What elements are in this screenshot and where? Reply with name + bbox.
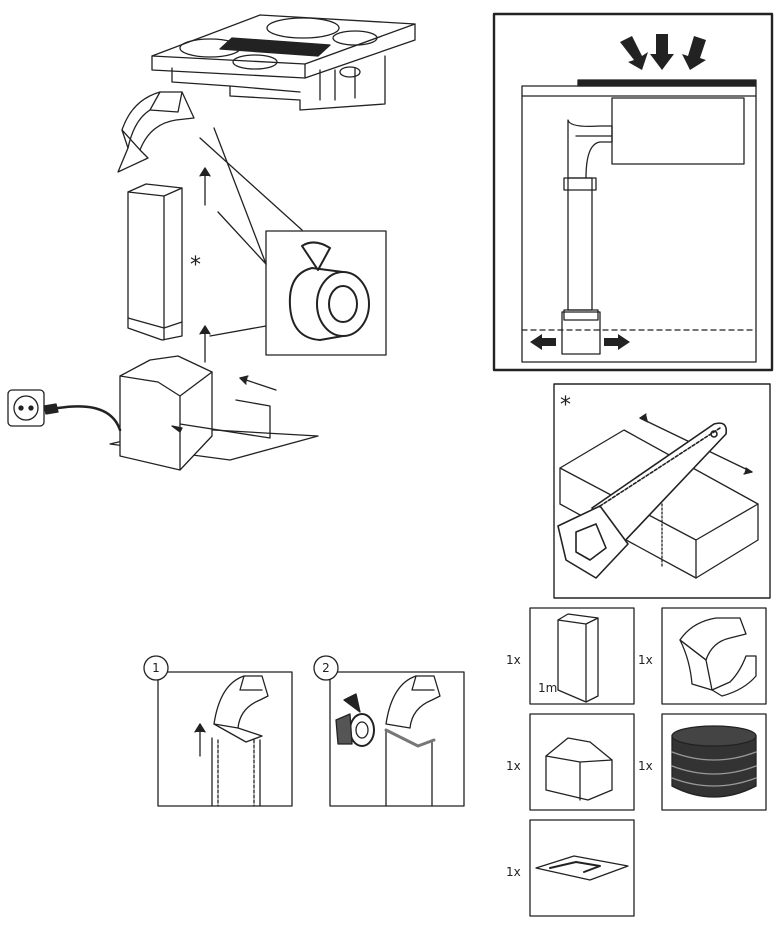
tape-roll-icon: [288, 241, 370, 341]
hob-illustration: [151, 14, 416, 111]
step-1-frame: [157, 671, 293, 807]
duct-bend-illustration: [117, 91, 195, 173]
part-filter-frame: [661, 713, 767, 811]
part-filter-illustration: [671, 725, 757, 798]
saw-icon: [557, 422, 728, 579]
arrow-up-2-icon: [199, 325, 211, 363]
arrow-left-icon: [239, 375, 277, 391]
tape-inset-frame: [265, 230, 387, 356]
airflow-down-arrows-icon: [620, 34, 706, 70]
arrow-up-1-icon: [199, 167, 211, 206]
part-duct-frame: [529, 607, 635, 705]
part-template-illustration: [535, 855, 629, 881]
part-plenum-illustration: [545, 737, 613, 801]
part-filter-quantity: 1x: [638, 759, 653, 773]
step-1-illustration: [194, 675, 269, 807]
plenum-with-template-illustration: [109, 355, 319, 471]
cut-duct-frame: [553, 383, 771, 599]
callout-line-top: [199, 137, 303, 231]
part-duct-quantity: 1x: [506, 653, 521, 667]
duct-pipe: [561, 119, 613, 355]
step-2-badge: [313, 655, 339, 681]
cabinet-section: [521, 79, 757, 363]
part-template-frame: [529, 819, 635, 917]
part-bend-quantity: 1x: [638, 653, 653, 667]
power-plug-icon: [7, 389, 122, 432]
part-plenum-quantity: 1x: [506, 759, 521, 773]
part-duct-illustration: [557, 613, 599, 703]
step-1-number: 1: [152, 661, 160, 675]
straight-duct-illustration: [127, 183, 183, 341]
installation-view-frame: [492, 12, 774, 372]
airflow-side-arrows-icon: [530, 334, 630, 350]
part-duct-length: 1m: [538, 681, 557, 695]
part-plenum-frame: [529, 713, 635, 811]
part-template-quantity: 1x: [506, 865, 521, 879]
step-2-number: 2: [322, 661, 330, 675]
part-bend-frame: [661, 607, 767, 705]
step-1-badge: [143, 655, 169, 681]
asterisk-marker: *: [190, 253, 201, 278]
step-2-frame: [329, 671, 465, 807]
part-bend-illustration: [679, 617, 757, 697]
step-2-illustration: [335, 675, 441, 807]
asterisk-marker-cut: *: [560, 393, 571, 418]
